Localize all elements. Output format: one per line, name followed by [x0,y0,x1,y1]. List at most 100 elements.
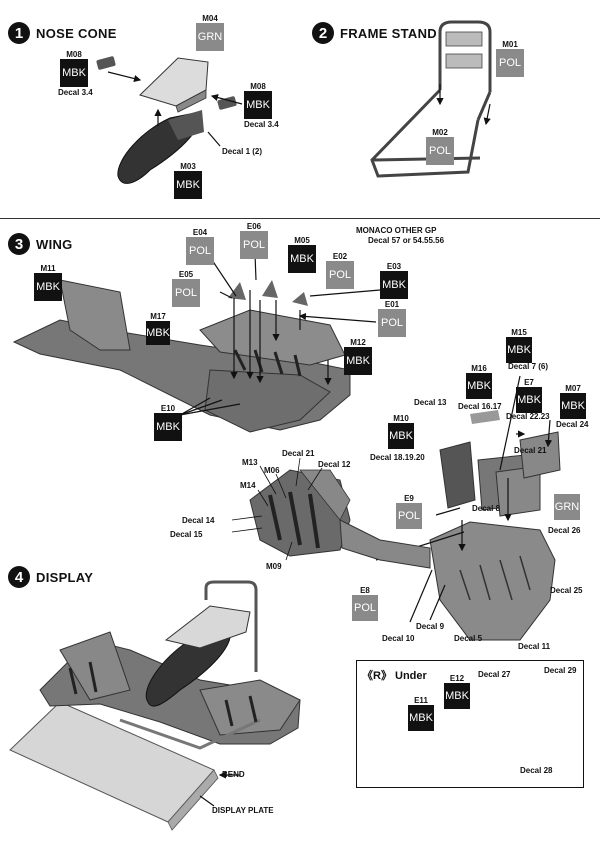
under-inset-frame [356,660,584,788]
part-color-badge: MBK [344,347,372,375]
part-id: E8 [360,586,370,595]
step-title: NOSE CONE [36,25,117,41]
section-divider-1 [0,218,600,219]
part-id: M10 [393,414,409,423]
step-title: WING [36,236,73,252]
display-label: DISPLAY PLATE [212,806,274,815]
decal-label: Decal 29 [544,666,577,675]
step-number: 1 [8,22,30,44]
part-color-badge: POL [240,231,268,259]
wing-right-drawing [429,410,561,641]
step-nose-cone: 1 NOSE CONE [8,22,117,44]
part-m10: M10 MBK [388,414,414,449]
part-e8: E8 POL [352,586,378,621]
part-id: E9 [404,494,414,503]
decal-label: Decal 21 [514,446,547,455]
part-id: E03 [386,262,402,271]
decal-label: Decal 16.17 [458,402,502,411]
part-id: E7 [524,378,534,387]
part-color-badge: POL [186,237,214,265]
part-color-badge: MBK [444,683,470,709]
part-color-badge: MBK [174,171,202,199]
part-e03: E03 MBK [380,262,408,299]
part-id: M02 [432,128,448,137]
decal-label: Decal 25 [550,586,583,595]
decal-label: Decal 28 [520,766,553,775]
frame-stand-arrows [436,84,491,126]
part-m02: M02 POL [426,128,454,165]
display-leaders [199,771,240,807]
part-id: M08 [250,82,266,91]
part-m17: M17 MBK [146,312,170,345]
decal-label: MONACO OTHER GP [356,226,437,235]
decal-label: Decal 18.19.20 [370,453,425,462]
part-m01: M01 POL [496,40,524,77]
decal-label: Decal 5 [454,634,483,643]
part-id: M08 [66,50,82,59]
display-label: BEND [222,770,245,779]
part-id: M12 [350,338,366,347]
decal-label: Decal 11 [518,642,551,651]
part-color-badge: MBK [288,245,316,273]
part-m03: M03 MBK [174,162,202,199]
part-id: E12 [449,674,465,683]
part-e02: E02 POL [326,252,354,289]
part-label: M13 [242,458,258,467]
part-e04: E04 POL [186,228,214,265]
decal-label: Decal 3.4 [58,88,93,97]
part-color-badge: MBK [516,387,542,413]
part-m12: M12 MBK [344,338,372,375]
part-color-badge: POL [496,49,524,77]
part-e12: E12 MBK [444,674,470,709]
part-id: M04 [202,14,218,23]
part-m11: M11 MBK [34,264,62,301]
part-color-badge: MBK [506,337,532,363]
part-id: M11 [40,264,56,273]
decal-label: Decal 27 [478,670,511,679]
part-color-badge: GRN [554,494,580,520]
step-number: 4 [8,566,30,588]
part-label: M06 [264,466,280,475]
decal-label: Decal 1 (2) [222,147,263,156]
display-drawing [9,580,301,831]
part-label: M09 [266,562,282,571]
part-color-badge: MBK [466,373,492,399]
part-color-badge: MBK [408,705,434,731]
decal-label: Decal 12 [318,460,351,469]
part-id: E04 [192,228,208,237]
decal-label: Decal 22.23 [506,412,550,421]
part-color-badge: POL [426,137,454,165]
part-id: E01 [384,300,400,309]
part-color-badge: GRN [196,23,224,51]
part-id: E05 [178,270,194,279]
part-id: M01 [502,40,518,49]
part-label: M14 [240,481,256,490]
part-color-badge: MBK [34,273,62,301]
part-grn: GRN [554,494,580,520]
part-color-badge: MBK [380,271,408,299]
part-m16: M16 MBK [466,364,492,399]
decal-label: Decal 13 [414,398,447,407]
part-color-badge: MBK [244,91,272,119]
part-e05: E05 POL [172,270,200,307]
nose-cone-drawing [96,56,237,184]
part-color-badge: POL [396,503,422,529]
frame-stand-plates [445,31,483,69]
wing-mid-leaders [231,457,323,561]
decal-label: Decal 21 [282,449,315,458]
step-frame-stand: 2 FRAME STAND [312,22,437,44]
decal-label: Decal 14 [182,516,215,525]
part-color-badge: MBK [388,423,414,449]
step-title: DISPLAY [36,569,94,585]
step-display: 4 DISPLAY [8,566,93,588]
part-id: M03 [180,162,196,171]
part-color-badge: POL [378,309,406,337]
decal-label: Decal 8 [472,504,501,513]
part-m15: M15 MBK [506,328,532,363]
part-e11: E11 MBK [408,696,434,731]
decal-label: Decal 26 [548,526,581,535]
part-e06: E06 POL [240,222,268,259]
part-m05: M05 MBK [288,236,316,273]
part-e10: E10 MBK [154,404,182,441]
step-number: 2 [312,22,334,44]
